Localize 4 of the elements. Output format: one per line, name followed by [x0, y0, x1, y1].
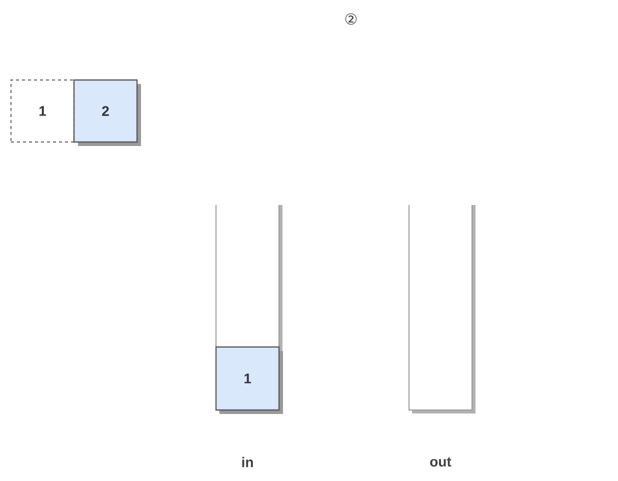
element-box: 2 — [73, 79, 141, 146]
element-box: 1 — [215, 346, 283, 414]
stack-container: out — [408, 204, 476, 467]
title: ② — [345, 13, 357, 25]
